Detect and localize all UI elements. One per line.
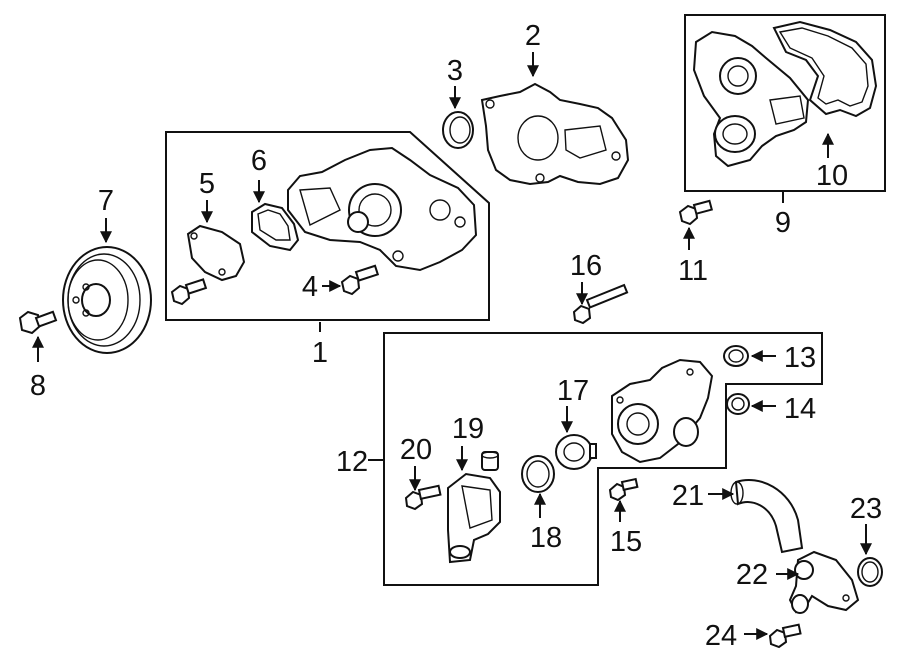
group-box-1 <box>165 131 490 321</box>
seal-ring-part[interactable] <box>442 111 474 149</box>
callout-22: 22 <box>736 559 768 591</box>
thermostat-part[interactable] <box>555 434 597 470</box>
bolt-11-part[interactable] <box>678 199 714 226</box>
callout-13: 13 <box>784 342 816 374</box>
callout-16: 16 <box>570 250 602 282</box>
pump-cover-part[interactable] <box>186 224 246 282</box>
callout-3: 3 <box>447 55 463 87</box>
oring-23-part[interactable] <box>857 557 883 587</box>
bolt-15-part[interactable] <box>608 477 639 502</box>
callout-5: 5 <box>199 168 215 200</box>
callout-24: 24 <box>705 620 737 652</box>
pump-gasket-part[interactable] <box>251 202 300 252</box>
oring-13-part[interactable] <box>723 345 749 367</box>
gasket-plate-part[interactable] <box>480 82 630 186</box>
callout-4: 4 <box>302 271 318 303</box>
callout-11: 11 <box>678 255 708 287</box>
oring-14-part[interactable] <box>726 393 750 415</box>
group-box-9 <box>684 14 886 192</box>
seal-18-part[interactable] <box>521 455 555 493</box>
hose-21-part[interactable] <box>730 479 804 554</box>
callout-15: 15 <box>610 526 642 558</box>
cover-bolt-part[interactable] <box>170 278 208 306</box>
long-bolt-16-part[interactable] <box>572 283 629 325</box>
callout-9: 9 <box>775 207 791 239</box>
leader-lines <box>32 52 872 640</box>
callout-6: 6 <box>251 145 267 177</box>
callout-12: 12 <box>336 446 368 478</box>
callout-18: 18 <box>530 522 562 554</box>
callout-17: 17 <box>557 375 589 407</box>
callout-20: 20 <box>400 434 432 466</box>
group-box-12 <box>383 332 823 586</box>
callout-2: 2 <box>525 20 541 52</box>
callout-10: 10 <box>816 160 848 192</box>
bolt-24-part[interactable] <box>768 623 802 649</box>
water-pump-part[interactable] <box>287 146 478 272</box>
pump-assembly-part[interactable] <box>692 30 810 168</box>
pulley-bolt-part[interactable] <box>18 310 58 335</box>
bolt-20-part[interactable] <box>404 484 442 511</box>
outlet-pipe-part[interactable] <box>447 472 501 564</box>
pump-oring-part[interactable] <box>772 20 878 118</box>
water-outlet-22-part[interactable] <box>788 550 860 614</box>
pump-bolt-part[interactable] <box>340 264 380 296</box>
callout-19: 19 <box>452 413 484 445</box>
callout-21: 21 <box>672 480 704 512</box>
thermostat-housing-part[interactable] <box>611 358 714 464</box>
callout-7: 7 <box>98 185 114 217</box>
callout-8: 8 <box>30 370 46 402</box>
pulley-part[interactable] <box>62 246 152 354</box>
cap-19-part[interactable] <box>481 451 499 471</box>
callout-1: 1 <box>312 337 328 369</box>
callout-14: 14 <box>784 393 816 425</box>
callout-23: 23 <box>850 493 882 525</box>
